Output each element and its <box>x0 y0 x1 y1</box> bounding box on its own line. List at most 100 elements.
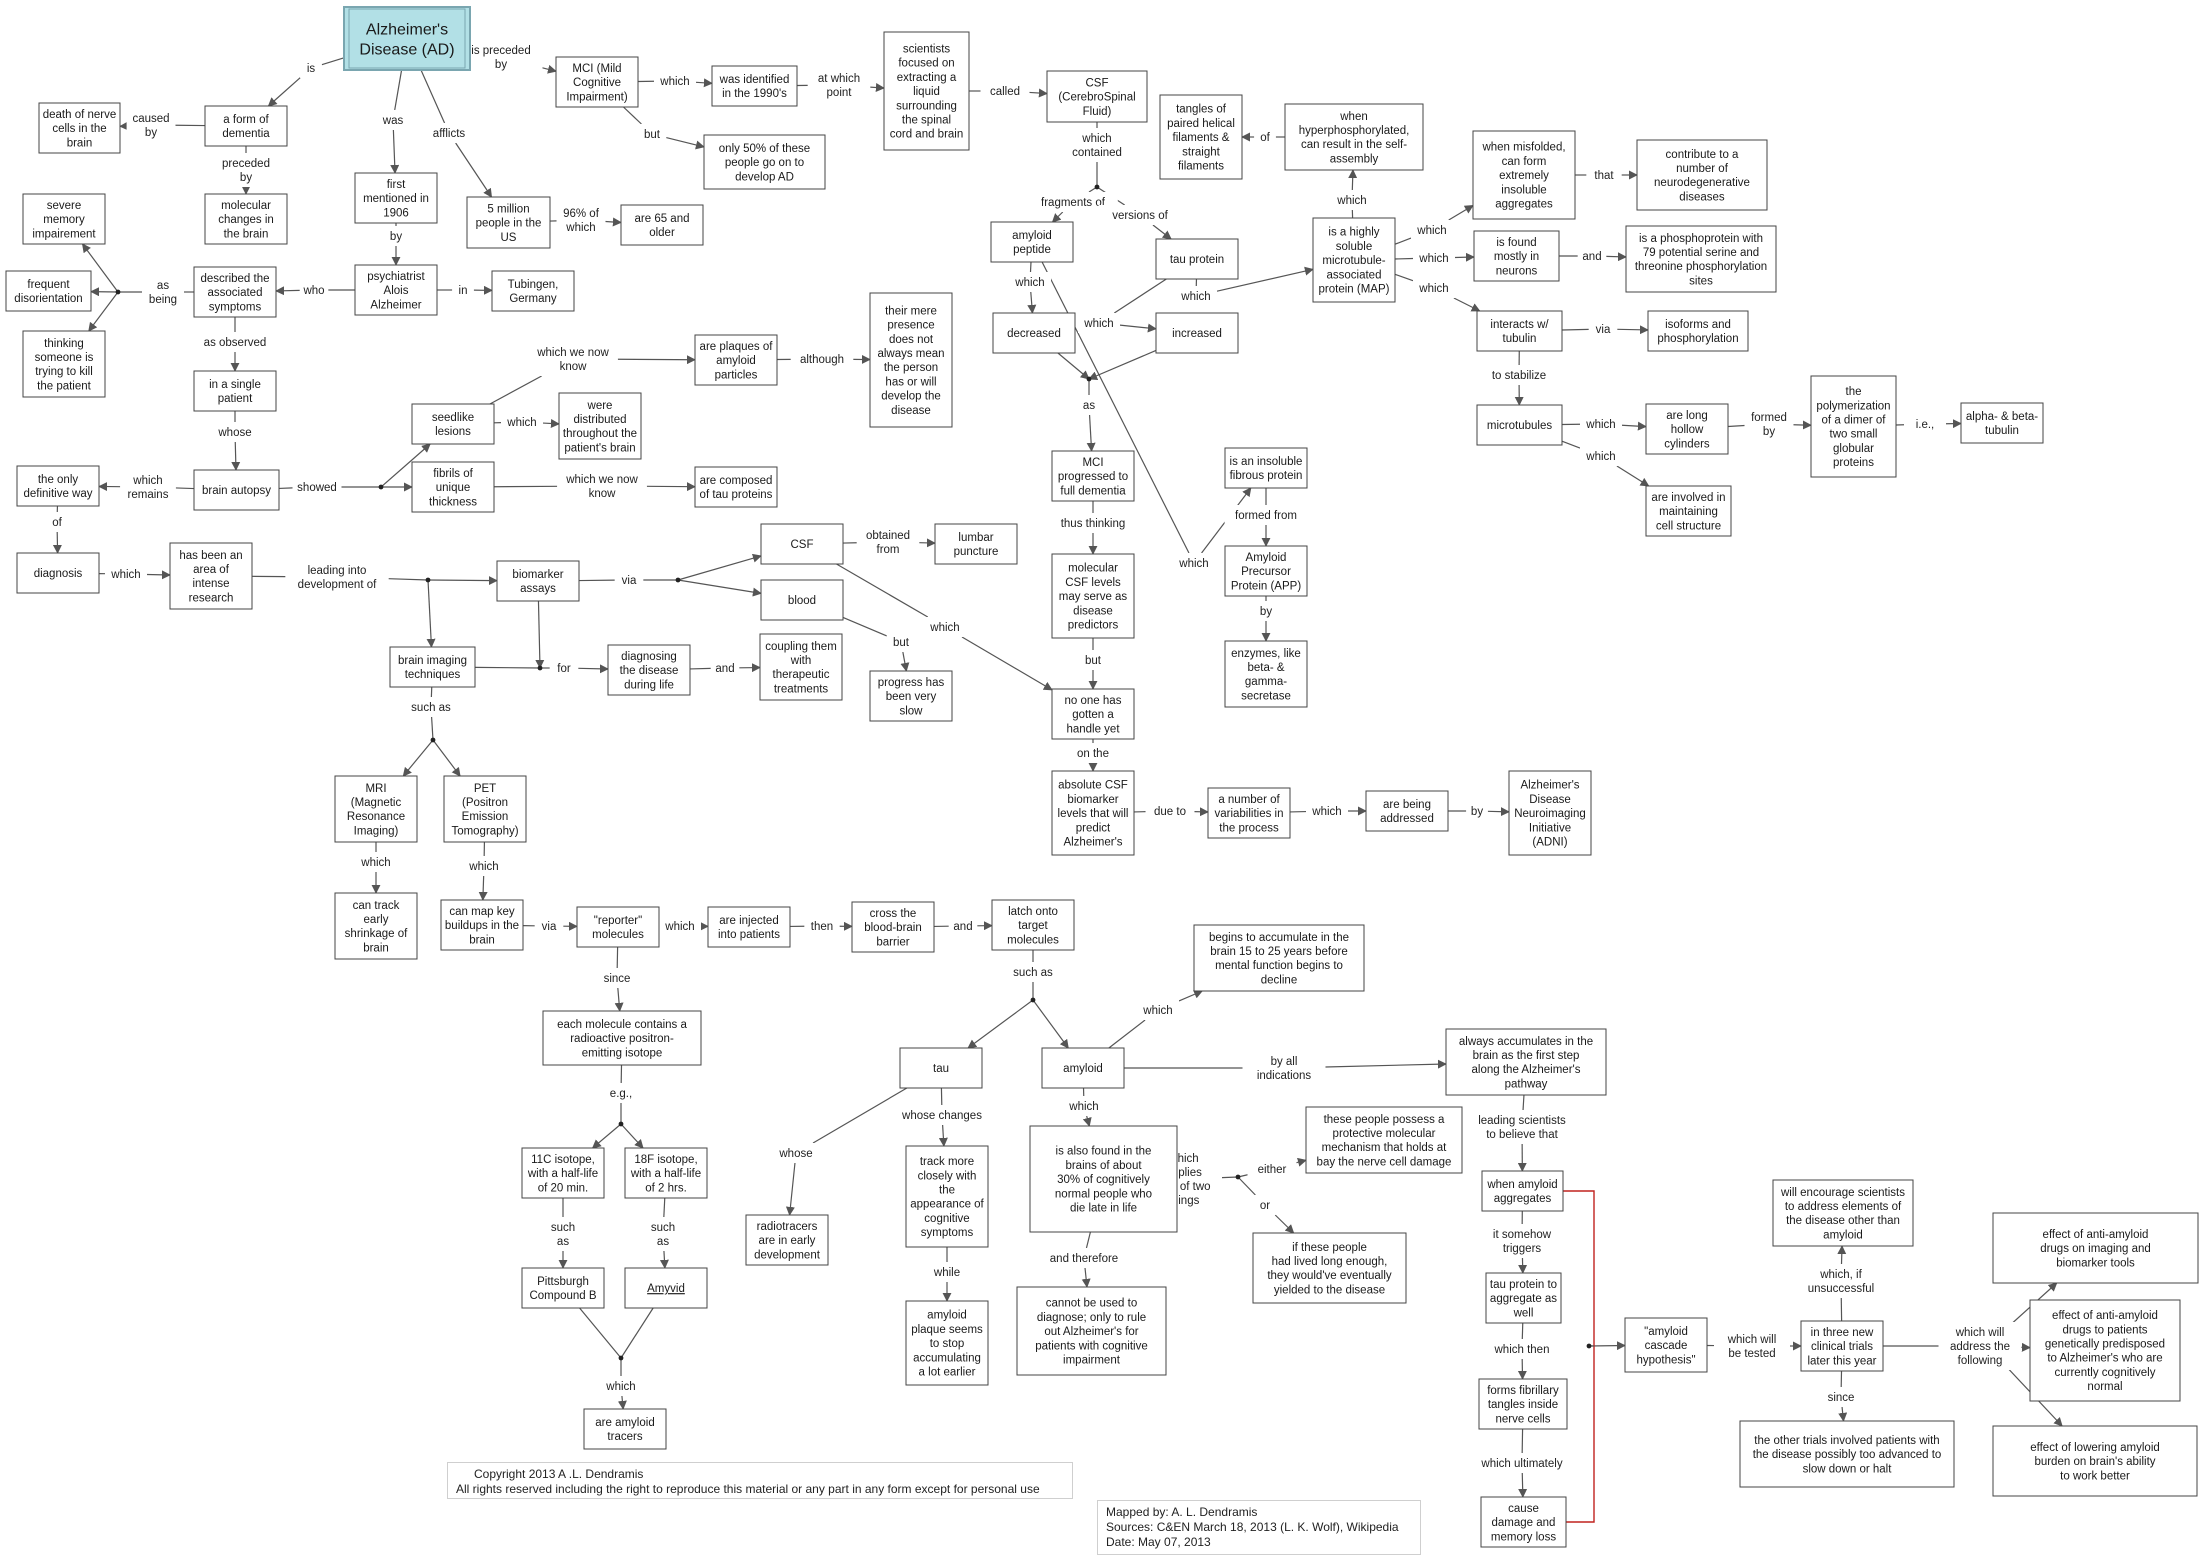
connector-l_leading-j_research <box>388 578 429 581</box>
link-label-showed: showed <box>297 482 337 494</box>
link-label-asobserved: as observed <box>204 337 267 349</box>
link-label-bg <box>1068 743 1118 763</box>
junction-dot-j_eg <box>618 1121 624 1127</box>
link-label-fragments: fragments of <box>1041 197 1106 209</box>
link-label-which1: which <box>659 76 689 88</box>
connector-lines <box>52 48 2063 1523</box>
junction-dot-j_autopsy <box>378 484 384 490</box>
link-label-via2: via <box>542 921 557 933</box>
node-text: Tubingen,Germany <box>508 279 559 305</box>
node-box <box>883 31 970 151</box>
connector-l_whose-autopsy <box>231 441 241 471</box>
connector-amyvid-j_trac <box>620 1307 654 1359</box>
node-box <box>1481 1170 1564 1212</box>
map-date: Date: May 07, 2013 <box>1106 1535 1211 1549</box>
node-box <box>899 1047 983 1089</box>
link-label-bg <box>886 632 916 652</box>
connector-l_which10-decreased <box>1027 291 1037 314</box>
node-text: interacts w/tubulin <box>1490 319 1549 345</box>
node-box <box>389 646 476 688</box>
node-box <box>558 392 642 460</box>
connector-l_which8-tracers <box>617 1395 627 1410</box>
link-label-and1: and <box>715 663 734 675</box>
link-label-ie: i.e., <box>1916 419 1935 431</box>
link-label-bg <box>600 1083 642 1103</box>
node-text: decreased <box>1007 328 1061 340</box>
connector-l_versions-tauprotein <box>1152 224 1172 240</box>
link-label-but3: but <box>1085 655 1102 667</box>
link-label-bg <box>452 280 474 300</box>
connector-l_which21-thirty <box>1082 1115 1092 1127</box>
node-text: Amyvid <box>647 1283 685 1295</box>
link-label-bg <box>285 560 389 594</box>
link-label-of2: of <box>1260 132 1270 144</box>
link-label-and2: and <box>953 921 972 933</box>
link-label-bg <box>980 81 1030 101</box>
link-label-bg <box>710 658 740 678</box>
node-box <box>1193 924 1365 992</box>
link-label-bg <box>1062 128 1132 162</box>
link-label-which3: which <box>506 417 536 429</box>
connector-j_research-imaging <box>426 579 436 648</box>
link-label-which5: which <box>360 857 390 869</box>
node-box <box>496 560 580 602</box>
copyright-line-2: All rights reserved including the right … <box>456 1482 1040 1496</box>
link-label-bg <box>1820 1387 1862 1407</box>
node-box <box>1645 403 1729 455</box>
connector-l_but2-progress <box>900 651 910 672</box>
link-label-bg <box>1580 446 1622 466</box>
node-increased: increased <box>1155 312 1239 354</box>
connector-autopsy-l_whichremains <box>175 487 195 490</box>
node-autopsy: brain autopsy <box>193 469 280 511</box>
link-label-bg <box>1255 601 1277 621</box>
link-label-bg <box>417 123 481 143</box>
link-label-bg <box>1484 1339 1560 1359</box>
connector-mci-l_but1 <box>623 106 642 125</box>
node-box <box>990 221 1074 263</box>
link-label-bg <box>1413 278 1455 298</box>
node-box <box>1051 688 1135 740</box>
node-box <box>694 466 778 508</box>
node-microtubules: microtubules <box>1476 404 1563 446</box>
link-label-which19: which <box>1311 806 1341 818</box>
link-label-bg <box>1247 1159 1297 1179</box>
connector-l_which17-interacts <box>1453 297 1481 312</box>
